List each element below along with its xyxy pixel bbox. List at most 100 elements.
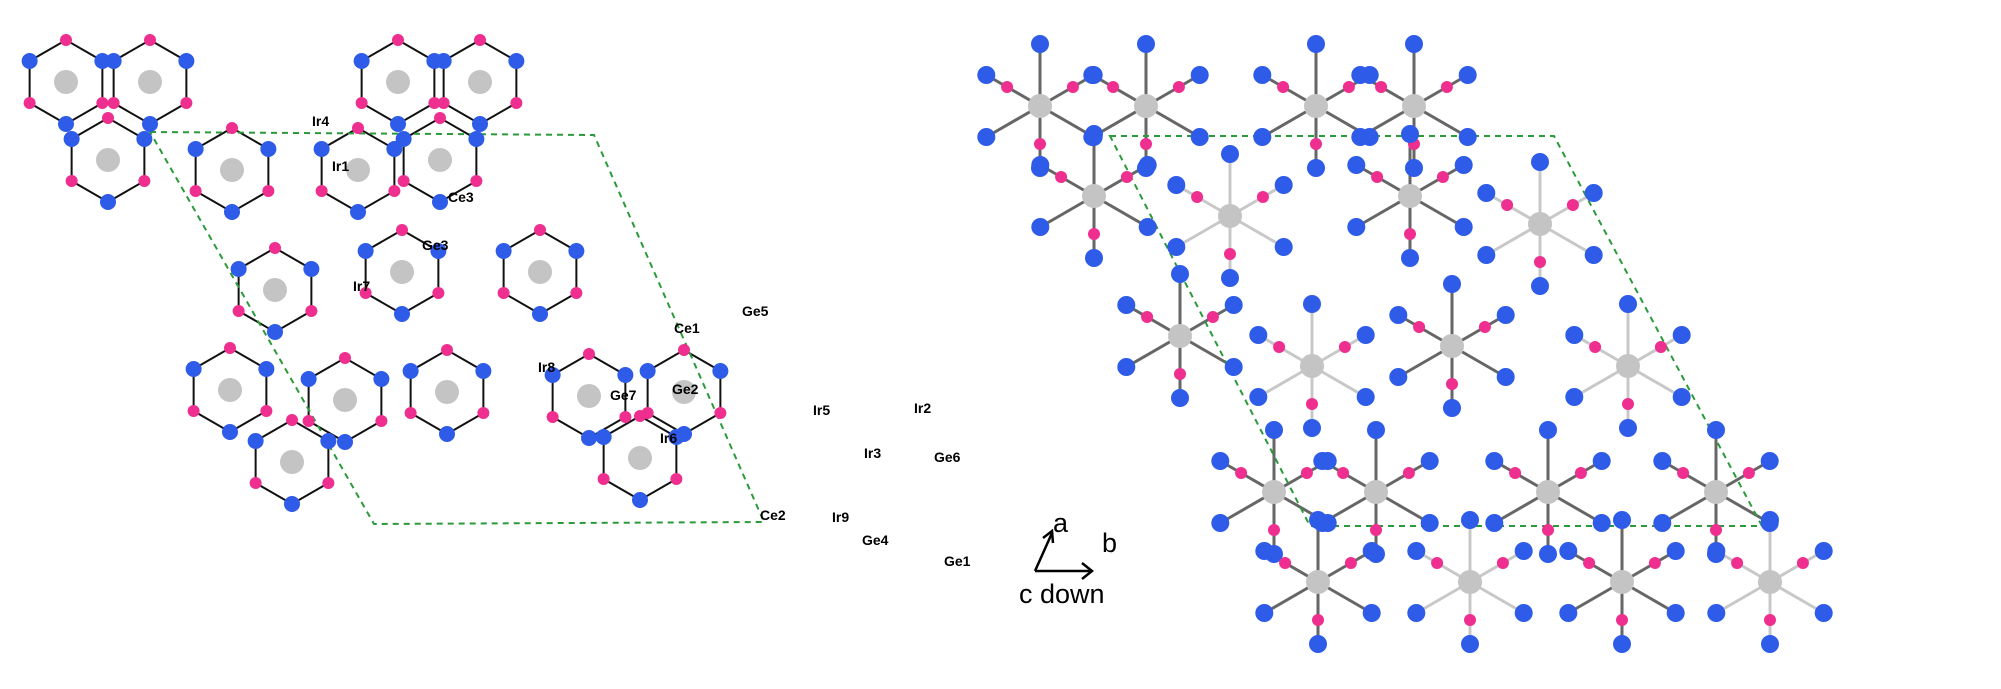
ir-atom xyxy=(1255,542,1274,560)
label-ir1: Ir1 xyxy=(332,158,349,174)
ge-atom xyxy=(1431,557,1444,569)
ge-atom xyxy=(302,415,315,427)
ir-atom xyxy=(1221,145,1239,163)
ge-atom xyxy=(1300,467,1313,479)
label-ge2: Ge2 xyxy=(672,381,699,397)
ir-ge-bonds xyxy=(28,38,722,506)
label-ge4: Ge4 xyxy=(862,532,889,548)
ir-atom xyxy=(1031,156,1050,174)
ge-atom xyxy=(1496,557,1509,569)
ge-atom xyxy=(670,473,683,485)
ir-atom xyxy=(1347,156,1366,174)
ir-atom xyxy=(260,141,277,157)
label-ir5: Ir5 xyxy=(813,402,830,418)
a-axis-arrow-line xyxy=(1033,532,1054,572)
ir-atom xyxy=(544,367,561,383)
ir-atom xyxy=(1420,514,1439,532)
ir-atom xyxy=(1707,421,1725,439)
ge-atom xyxy=(1066,81,1079,93)
ir-atom xyxy=(1031,218,1050,236)
label-ir3: Ir3 xyxy=(864,445,881,461)
ge-atom xyxy=(1279,557,1292,569)
ir-ge-atoms xyxy=(21,34,729,512)
ge-atom xyxy=(546,411,559,423)
ge-atom xyxy=(388,185,401,197)
ir-atom xyxy=(178,53,195,69)
ir-atom xyxy=(1761,511,1779,529)
ir-atom xyxy=(395,131,412,147)
ge-atom xyxy=(1796,557,1809,569)
ge-atom xyxy=(392,34,404,46)
ir-atom xyxy=(1454,218,1473,236)
ge-atom xyxy=(1174,368,1186,380)
ge-atom xyxy=(1622,398,1634,410)
ce-atom xyxy=(1440,334,1464,358)
ge-atom xyxy=(262,185,275,197)
ir-atom xyxy=(1083,66,1102,84)
ir-atom xyxy=(100,194,116,210)
ir-atom xyxy=(1666,604,1685,622)
ge-atom xyxy=(1306,398,1318,410)
ir-atom xyxy=(568,243,585,259)
ce-atoms xyxy=(54,70,696,474)
ir-atom xyxy=(1031,35,1049,53)
ir-atom xyxy=(532,306,548,322)
ge-atom xyxy=(1088,228,1100,240)
axes-indicator: a b c down xyxy=(1019,508,1117,609)
ge-atom xyxy=(1055,171,1068,183)
ge-atom xyxy=(1371,171,1384,183)
ge-atom xyxy=(1172,81,1185,93)
ge-atom xyxy=(339,352,351,364)
ge-atom xyxy=(428,97,441,109)
ce-atom xyxy=(1458,570,1482,594)
ge-atom xyxy=(355,97,368,109)
ge-atom xyxy=(189,185,202,197)
b-axis-arrow-head xyxy=(1081,562,1095,580)
ce-atom xyxy=(1398,184,1422,208)
ir-atom xyxy=(136,131,153,147)
ce-atom xyxy=(1168,324,1192,348)
ge-atom xyxy=(315,185,328,197)
ge-atom xyxy=(397,175,410,187)
ir-atom xyxy=(1307,35,1325,53)
ce-atom xyxy=(428,148,452,172)
ir-atom xyxy=(1485,452,1504,470)
ir-atom xyxy=(1167,238,1186,256)
ir-atom xyxy=(1477,184,1496,202)
ce-atom xyxy=(1028,94,1052,118)
ir-atom xyxy=(595,429,612,445)
ge-atom xyxy=(1440,81,1453,93)
ir-atom xyxy=(1211,514,1230,532)
ir-atom xyxy=(1362,542,1381,560)
ge-atom xyxy=(187,405,200,417)
ge-atom xyxy=(1273,341,1286,353)
ir-atom xyxy=(1389,368,1408,386)
label-ge7: Ge7 xyxy=(610,387,637,403)
ir-atom xyxy=(1221,269,1239,287)
ir-atom xyxy=(1531,277,1549,295)
ge-atom xyxy=(619,411,632,423)
ir-atom xyxy=(430,243,447,259)
ge-atom xyxy=(534,224,546,236)
ge-atom xyxy=(1191,191,1204,203)
ir-atom xyxy=(258,361,275,377)
ir-atom xyxy=(1389,306,1408,324)
ge-atom xyxy=(1404,228,1416,240)
ge-atom xyxy=(60,34,72,46)
ce-atom xyxy=(1704,480,1728,504)
ir-atom xyxy=(1514,604,1533,622)
ir-atom xyxy=(1458,66,1477,84)
ce-atom xyxy=(1536,480,1560,504)
ce-atom xyxy=(1218,204,1242,228)
ir-atom xyxy=(977,128,996,146)
ir-atom xyxy=(617,367,634,383)
ir-atom xyxy=(1307,159,1325,177)
ge-atom xyxy=(1710,524,1722,536)
ge-atom xyxy=(1478,321,1491,333)
ge-atom xyxy=(1338,341,1351,353)
ir-atom xyxy=(1117,296,1136,314)
ge-atom xyxy=(510,97,523,109)
ge-atom xyxy=(249,477,262,489)
ir-atom xyxy=(1356,388,1375,406)
ir-atom xyxy=(63,131,80,147)
